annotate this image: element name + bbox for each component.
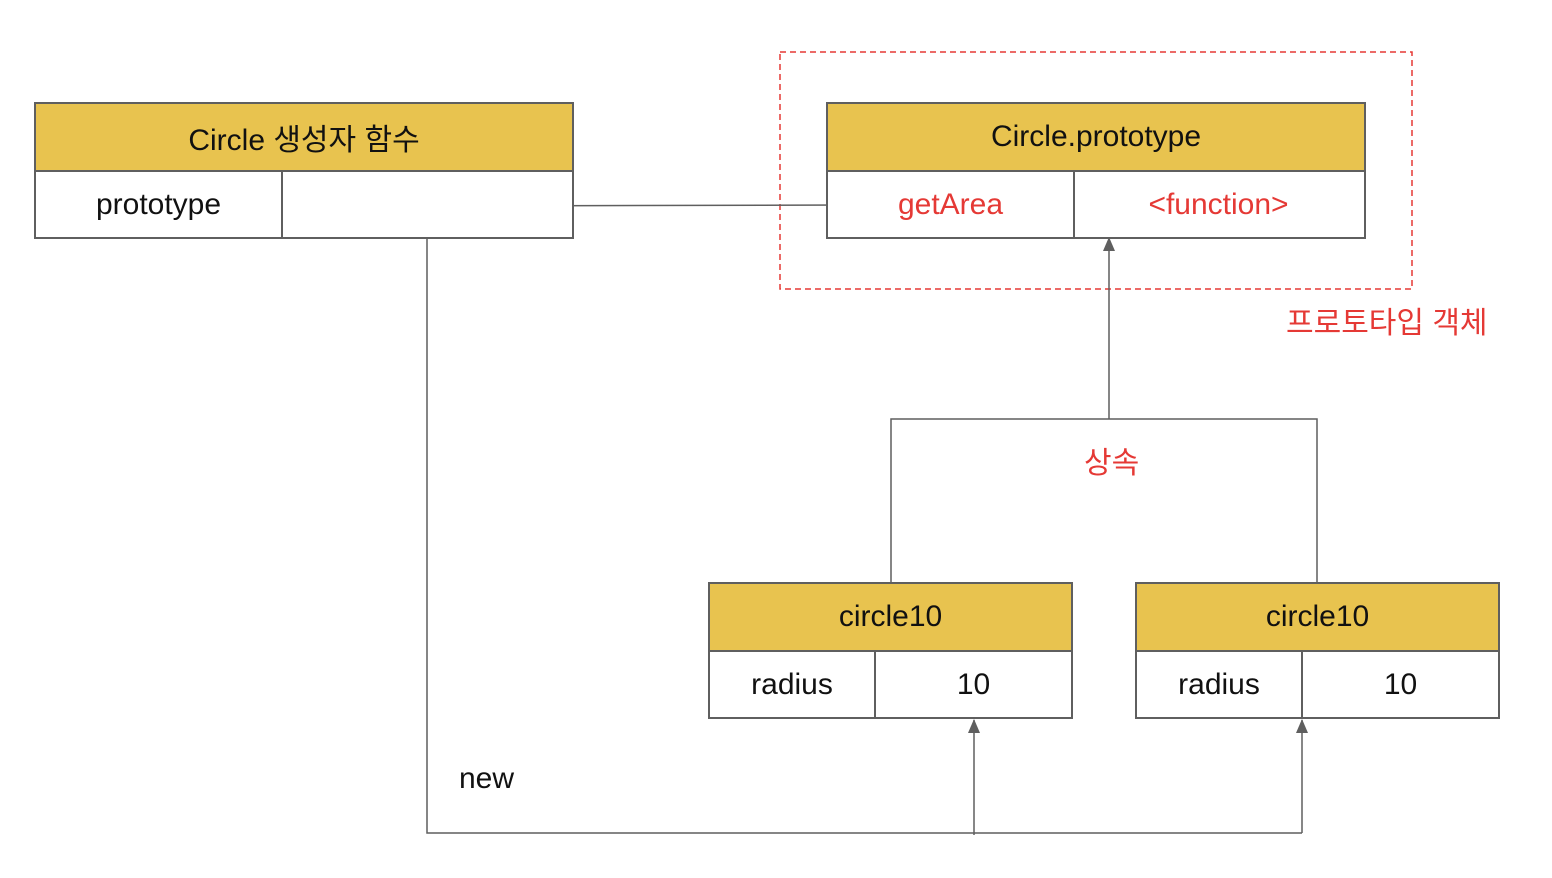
new-connector xyxy=(426,239,1302,834)
instance-2-property-key: radius xyxy=(1137,652,1303,717)
instance-1-property-key: radius xyxy=(710,652,876,717)
constructor-box: Circle 생성자 함수 prototype xyxy=(34,102,574,239)
constructor-property-key: prototype xyxy=(36,172,283,237)
constructor-property-value xyxy=(281,172,572,237)
inheritance-label: 상속 xyxy=(1084,447,1140,480)
prototype-property-key: getArea xyxy=(828,172,1075,237)
prototype-object-title: Circle.prototype xyxy=(828,104,1364,172)
prototype-property-value: <function> xyxy=(1148,187,1289,221)
instance-2-property-value: 10 xyxy=(1383,667,1418,701)
instance-box-2: circle10 radius 10 xyxy=(1135,582,1500,719)
instance-2-title: circle10 xyxy=(1137,584,1498,652)
new-label: new xyxy=(459,762,515,795)
instance-1-title: circle10 xyxy=(710,584,1071,652)
prototype-object-box: Circle.prototype getArea <function> xyxy=(826,102,1366,239)
inheritance-bracket xyxy=(890,418,1318,582)
prototype-object-group-border xyxy=(779,51,1413,290)
constructor-title: Circle 생성자 함수 xyxy=(36,104,572,172)
prototype-group-label: 프로토타입 객체 xyxy=(1286,307,1488,340)
instance-box-1: circle10 radius 10 xyxy=(708,582,1073,719)
instance-1-property-value: 10 xyxy=(956,667,991,701)
